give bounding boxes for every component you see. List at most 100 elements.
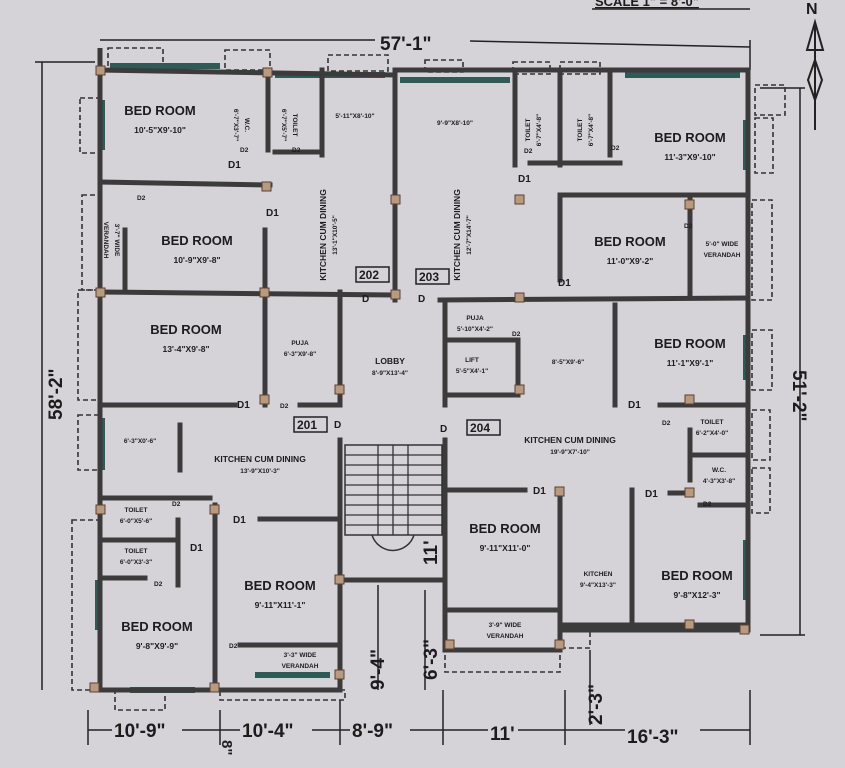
room-size: 6'-3"X9'-8"	[284, 351, 316, 358]
room-size: 9'-11"X11'-1"	[255, 600, 306, 610]
door-label: D1	[628, 400, 641, 411]
room-label: BED ROOM 11'-3"X9'-10"	[654, 130, 726, 162]
room-size: 6'-0"X5'-6"	[120, 518, 152, 525]
room-name: BED ROOM	[121, 619, 193, 634]
unit-203: 203	[419, 270, 439, 284]
room-size: 9'-8"X9'-9"	[136, 641, 178, 651]
room-size: 6'-7"X3'-7"	[232, 109, 239, 141]
door-label: D2	[611, 145, 620, 152]
room-label: 8'-5"X9'-6"	[552, 359, 584, 366]
door-label: D1	[237, 400, 250, 411]
room-size: VERANDAH	[487, 633, 524, 640]
room-name: BED ROOM	[654, 130, 726, 145]
door-label: D2	[280, 403, 289, 410]
unit-201: 201	[297, 418, 317, 432]
room-size: 4'-3"X3'-8"	[703, 478, 735, 485]
room-size: 8'-5"X9'-6"	[552, 359, 584, 366]
door-label: D2	[512, 331, 521, 338]
dimension-left: 58'-2"	[35, 61, 95, 690]
room-name: BED ROOM	[654, 336, 726, 351]
room-name: TOILET	[125, 548, 148, 555]
door-label: D	[418, 294, 425, 305]
room-label: 3'-3" WIDE VERANDAH	[282, 652, 319, 670]
room-name: PUJA	[291, 340, 309, 347]
svg-text:2'-3": 2'-3"	[586, 684, 607, 725]
svg-text:10'-4": 10'-4"	[242, 721, 294, 742]
room-size: 6'-7"X5'-7"	[280, 109, 287, 141]
room-name: KITCHEN CUM DINING	[318, 189, 328, 281]
door-label: D2	[229, 643, 238, 650]
scale-label: SCALE 1" = 8'-0"	[595, 0, 699, 9]
svg-text:N: N	[806, 1, 818, 18]
room-name: TOILET	[525, 118, 532, 141]
room-name: 5'-0" WIDE	[706, 241, 739, 248]
room-name: 3'-7" WIDE	[113, 224, 120, 257]
door-label: D1	[518, 174, 531, 185]
room-name: LIFT	[465, 357, 479, 364]
svg-text:10'-9": 10'-9"	[114, 721, 166, 742]
room-size: 9'-9"X8'-10"	[437, 120, 473, 127]
room-name: TOILET	[125, 507, 148, 514]
room-label: 3'-7" WIDE VERANDAH	[102, 222, 120, 259]
staircase	[344, 444, 443, 552]
door-label: D1	[533, 486, 546, 497]
svg-text:16'-3": 16'-3"	[627, 727, 679, 748]
walls	[97, 48, 751, 693]
room-size: 6'-7"X4'-8"	[536, 114, 543, 146]
balcony-projections	[71, 47, 786, 711]
room-name: 3'-3" WIDE	[284, 652, 317, 659]
room-name: KITCHEN CUM DINING	[524, 435, 616, 445]
door-label: D2	[172, 501, 181, 508]
room-name: KITCHEN CUM DINING	[452, 189, 462, 281]
room-size: 9'-8"X12'-3"	[673, 590, 720, 600]
room-size: 13'-1"X10'-5"	[332, 215, 339, 255]
door-label: D1	[266, 208, 279, 219]
room-size: 13'-4"X9'-8"	[162, 344, 209, 354]
room-name: TOILET	[577, 118, 584, 141]
door-label: D1	[233, 515, 246, 526]
room-size: 19'-9"X7'-10"	[550, 449, 590, 456]
room-label: KITCHEN CUM DINING 13'-1"X10'-5"	[318, 189, 339, 281]
room-size: 10'-9"X9'-8"	[173, 255, 220, 265]
room-name: PUJA	[466, 315, 484, 322]
room-size: VERANDAH	[282, 663, 319, 670]
dimension-top: 57'-1"	[100, 34, 751, 70]
room-size: VERANDAH	[102, 222, 109, 259]
room-label: TOILET 6'-7"X4'-8"	[525, 114, 543, 146]
door-label: D	[334, 420, 341, 431]
svg-text:8'-9": 8'-9"	[352, 721, 393, 742]
svg-text:6'-3": 6'-3"	[421, 639, 442, 680]
room-size: 11'-3"X9'-10"	[664, 152, 715, 162]
room-name: BED ROOM	[594, 234, 666, 249]
room-label: W.C.6'-7"X3'-7"	[232, 109, 250, 141]
room-label: BED ROOM 9'-8"X9'-9"	[121, 619, 193, 651]
door-label: D1	[228, 160, 241, 171]
svg-text:51'-2": 51'-2"	[788, 370, 809, 422]
room-name: TOILET	[701, 419, 724, 426]
svg-text:8": 8"	[218, 740, 235, 755]
unit-labels: 202 203 201 204	[293, 266, 501, 436]
room-size: 9'-11"X11'-0"	[480, 543, 531, 553]
room-size: 13'-9"X10'-3"	[240, 468, 280, 475]
room-size: 9'-4"X13'-3"	[580, 582, 616, 589]
room-name: LOBBY	[375, 356, 405, 366]
door-label: D2	[154, 581, 163, 588]
windows	[95, 63, 749, 693]
room-name: BED ROOM	[124, 103, 196, 118]
door-label: D1	[558, 278, 571, 289]
door-label: D1	[190, 543, 203, 554]
door-label: D2	[703, 501, 712, 508]
room-name: TOILET	[291, 114, 298, 137]
